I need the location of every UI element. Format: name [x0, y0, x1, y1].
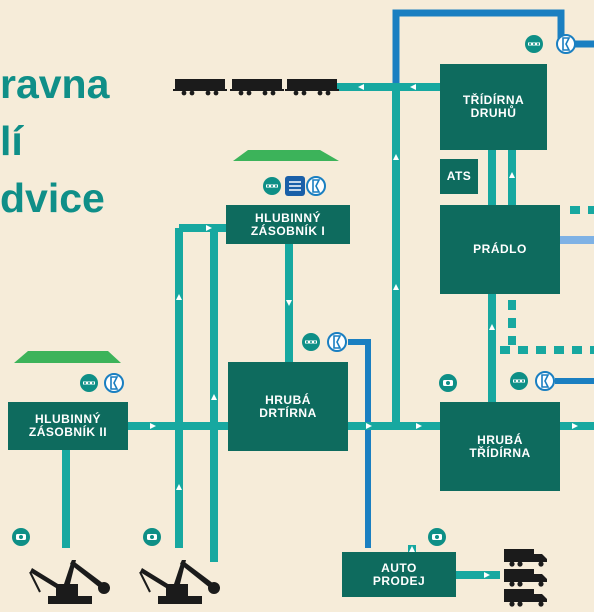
node-ats: ATS: [440, 159, 478, 194]
node-hlubinny-zasobnik-2: HLUBINNÝ ZÁSOBNÍK II: [8, 402, 128, 450]
diagram-title-line: dvice: [0, 175, 105, 221]
node-pradlo: PRÁDLO: [440, 205, 560, 294]
sprinkler-icon: [285, 176, 305, 196]
node-hlubinny-zasobnik-1: HLUBINNÝ ZÁSOBNÍK I: [226, 205, 350, 244]
train-wagon-icon: [173, 79, 339, 96]
blue-line-middle: [348, 339, 371, 548]
diagram-title-line: ravna: [0, 61, 110, 107]
excavator-icon: [29, 559, 221, 605]
truck-icon: [504, 549, 547, 607]
stockpile-icon: [14, 351, 121, 363]
diagram-title-line: lí: [0, 118, 23, 164]
node-hruba-tridirna: HRUBÁ TŘÍDÍRNA: [440, 402, 560, 491]
node-hruba-drtirna: HRUBÁ DRTÍRNA: [228, 362, 348, 451]
node-auto-prodej: AUTO PRODEJ: [342, 552, 456, 597]
node-tridirna-druhu: TŘÍDÍRNA DRUHŮ: [440, 64, 547, 150]
stockpile-icon: [233, 150, 339, 161]
